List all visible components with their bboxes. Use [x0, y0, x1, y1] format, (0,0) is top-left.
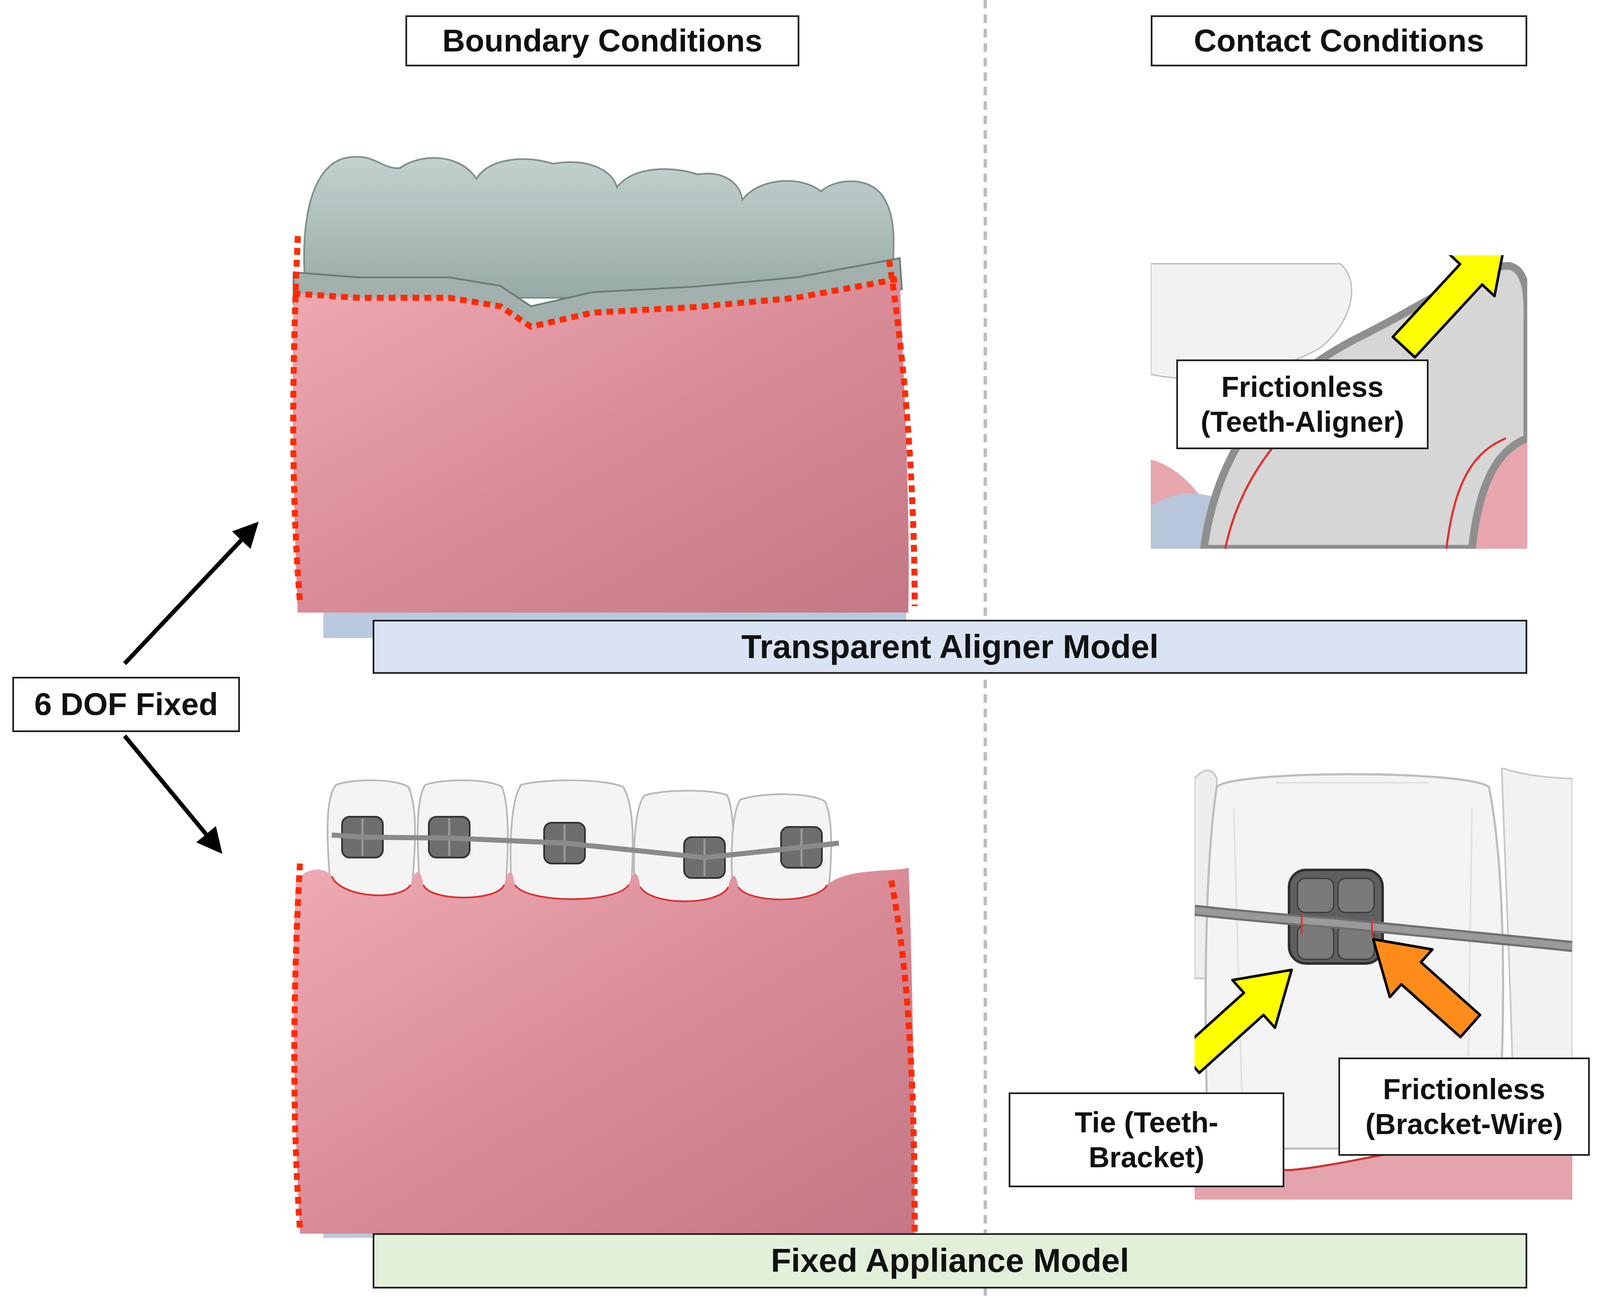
header-box: Boundary Conditions — [405, 15, 800, 67]
fixed-boundary — [293, 278, 900, 327]
node-text: Frictionless (Bracket-Wire) — [1357, 1072, 1571, 1142]
node-text: Fixed Appliance Model — [770, 1240, 1130, 1281]
node-text: Tie (Teeth-Bracket) — [1035, 1105, 1258, 1175]
contact-arrow — [1392, 255, 1506, 358]
node-text: Frictionless (Teeth-Aligner) — [1196, 369, 1409, 440]
tooth-outline — [1446, 438, 1506, 549]
gum-tissue — [292, 278, 909, 613]
callout-box: Tie (Teeth-Bracket) — [1008, 1092, 1285, 1188]
gum-margin — [331, 876, 828, 902]
contact-mark — [1301, 914, 1372, 939]
aligner-contact-inset — [1150, 255, 1528, 549]
archwire — [331, 835, 839, 858]
tie-wing — [1297, 925, 1334, 960]
pointer-arrow — [124, 735, 220, 850]
callout-box: Frictionless (Bracket-Wire) — [1338, 1057, 1590, 1156]
fixed-appliance-model — [293, 780, 915, 1238]
tie-wing — [1337, 878, 1375, 913]
aligner-model — [292, 156, 915, 639]
tie-wing — [1297, 878, 1334, 913]
node-text: Boundary Conditions — [442, 22, 763, 60]
header-box: Contact Conditions — [1150, 15, 1528, 67]
label-box: 6 DOF Fixed — [12, 676, 240, 733]
model-band: Transparent Aligner Model — [372, 619, 1528, 674]
callout-box: Frictionless (Teeth-Aligner) — [1176, 359, 1429, 450]
tooth — [633, 790, 734, 907]
contact-arrow — [1194, 969, 1292, 1073]
pointer-arrow — [124, 525, 256, 664]
node-text: Transparent Aligner Model — [741, 627, 1159, 668]
model-band: Fixed Appliance Model — [372, 1233, 1528, 1289]
node-text: Contact Conditions — [1193, 22, 1484, 60]
contact-arrow — [1373, 939, 1481, 1038]
fixed-boundary — [294, 863, 300, 1230]
fixed-boundary — [891, 880, 915, 1232]
gum-tissue — [293, 867, 915, 1234]
node-text: 6 DOF Fixed — [34, 685, 219, 724]
fixed-boundary — [889, 260, 915, 607]
